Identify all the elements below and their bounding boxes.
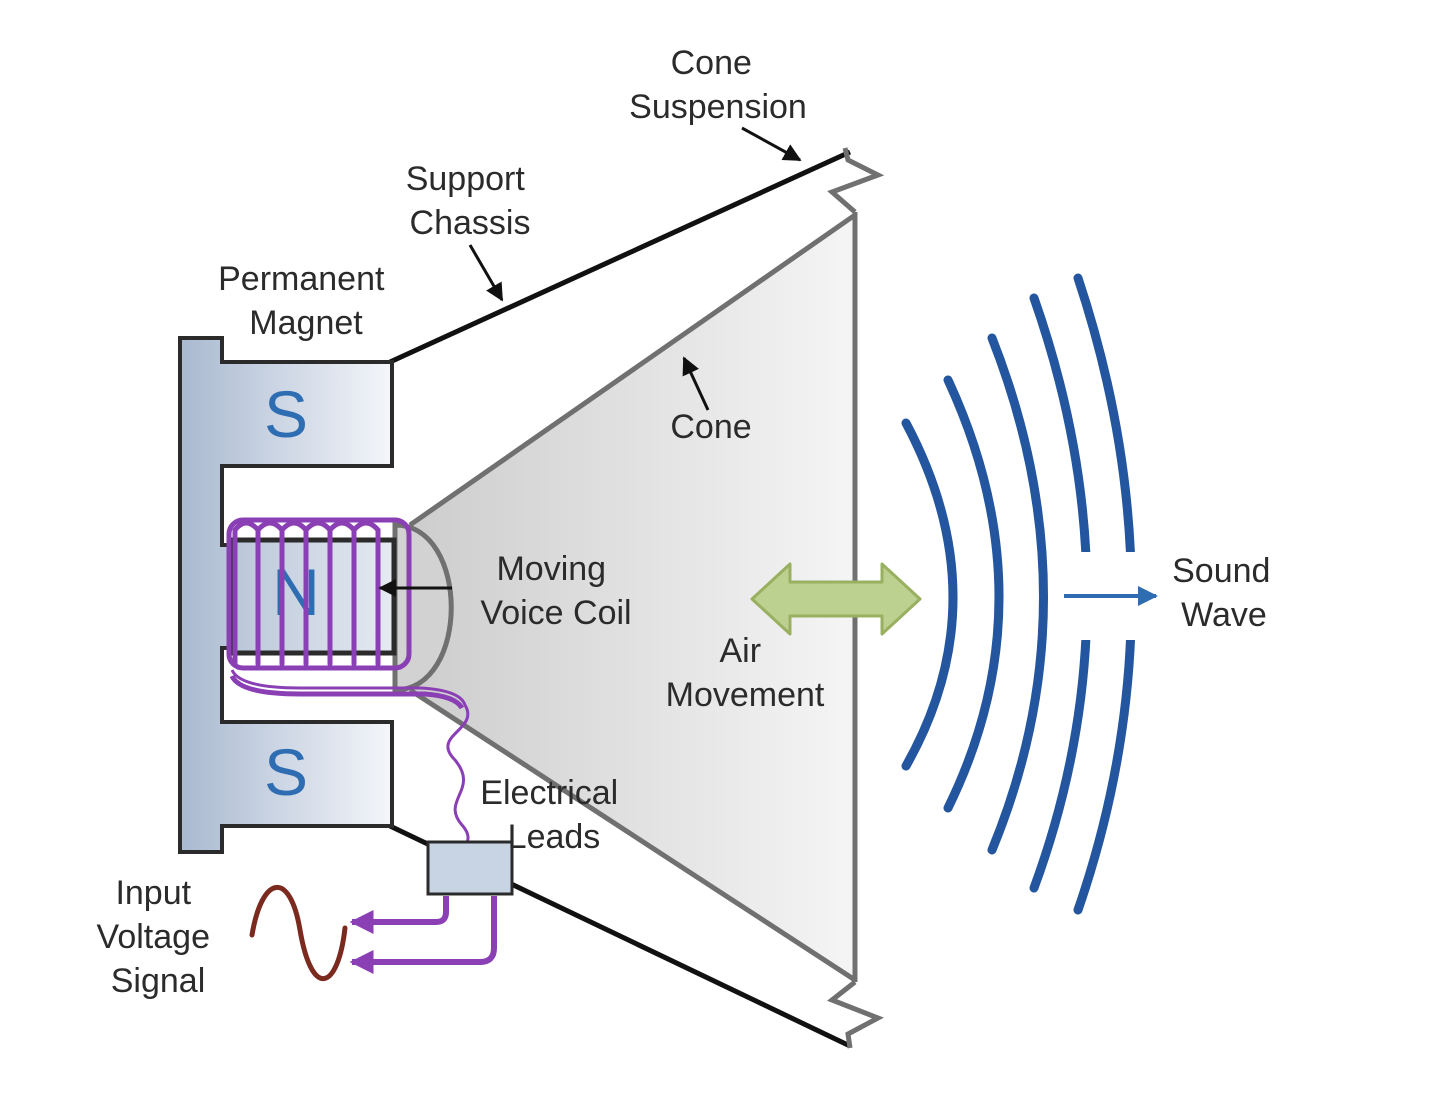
- cone-suspension-top: [827, 147, 885, 214]
- label-air-movement: Air Movement: [666, 632, 825, 714]
- pole-s-top: S: [264, 377, 308, 451]
- label-input-voltage-signal: Input Voltage Signal: [97, 874, 220, 1000]
- lead-ribbon: [229, 674, 465, 710]
- electrical-lead-wire: [230, 669, 471, 862]
- cone-body: [410, 215, 855, 980]
- label-permanent-magnet: Permanent Magnet: [218, 260, 394, 342]
- cone-lower-edge: [408, 687, 857, 983]
- pole-n-center: N: [272, 555, 320, 629]
- cone-upper-edge: [408, 212, 857, 528]
- pointer-cone: [682, 356, 710, 411]
- label-cone-suspension: Cone Suspension: [629, 44, 807, 126]
- label-cone: Cone: [670, 408, 751, 446]
- label-sound-wave: Sound Wave: [1172, 552, 1280, 634]
- pointer-support-chassis: [468, 244, 504, 302]
- input-signal-wave: [249, 884, 348, 982]
- label-moving-voice-coil: Moving Voice Coil: [480, 550, 631, 632]
- input-lead-lower: [349, 896, 497, 974]
- input-lead-upper: [349, 896, 449, 934]
- label-support-chassis: Support Chassis: [406, 160, 535, 242]
- terminal-block: [426, 840, 514, 896]
- label-electrical-leads: Electrical Leads: [480, 774, 627, 856]
- voice-coil: [226, 517, 412, 671]
- cone-suspension-bottom: [827, 980, 884, 1049]
- chassis-upper-line: [388, 149, 852, 365]
- pointer-cone-suspension: [741, 126, 802, 162]
- pole-s-bottom: S: [264, 735, 308, 809]
- air-movement-arrow: [750, 562, 922, 636]
